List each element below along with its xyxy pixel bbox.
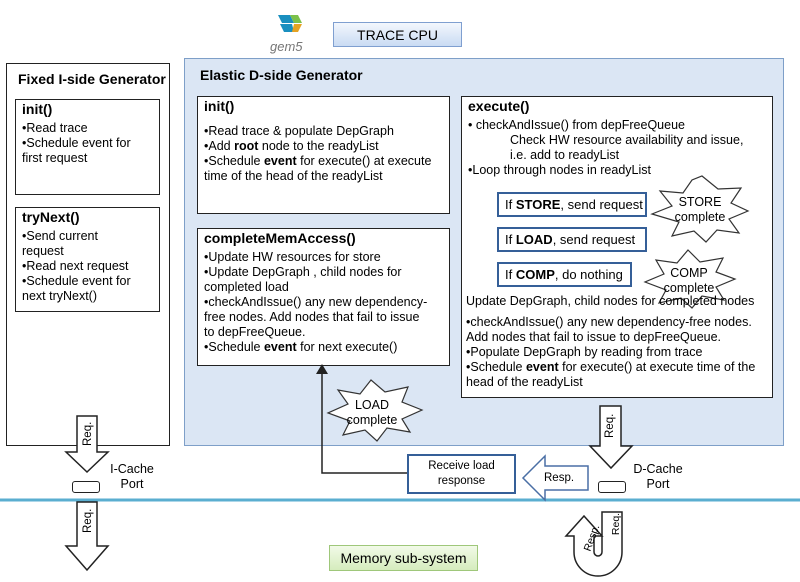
gem5-logo-icon [278, 15, 302, 32]
store-action-box: If STORE, send request [497, 192, 647, 217]
complete-line: •Update HW resources for store [204, 250, 381, 264]
execute-tail-line: •Populate DepGraph by reading from trace [466, 345, 703, 359]
load-action-box: If LOAD, send request [497, 227, 647, 252]
req-label: Req. [82, 508, 94, 533]
execute-tail-line: •Schedule event for execute() at execute… [466, 360, 756, 374]
complete-mem-access-box: completeMemAccess() •Update HW resources… [197, 228, 450, 366]
dcache-port [598, 481, 626, 493]
fixed-trynext-box: tryNext() •Send current request •Read ne… [15, 207, 160, 312]
complete-mem-access-head: completeMemAccess() [204, 230, 356, 246]
fixed-trynext-line: •Send current [22, 229, 98, 243]
fixed-init-line: first request [22, 151, 88, 165]
req-label: Req. [82, 421, 94, 446]
fixed-init-line: •Schedule event for [22, 136, 131, 150]
icache-port [72, 481, 100, 493]
fixed-init-box: init() •Read trace •Schedule event for f… [15, 99, 160, 195]
execute-update-line: Update DepGraph, child nodes for complet… [466, 294, 755, 308]
complete-line: •checkAndIssue() any new dependency- [204, 295, 428, 309]
elastic-init-head: init() [204, 98, 235, 114]
elastic-init-line: •Read trace & populate DepGraph [204, 124, 394, 138]
gem5-logo-text: gem5 [270, 39, 303, 54]
elastic-dside-title: Elastic D-side Generator [200, 67, 363, 83]
execute-tail-line: head of the readyList [466, 375, 583, 389]
execute-tail: •checkAndIssue() any new dependency-free… [466, 315, 755, 390]
execute-line: •Loop through nodes in readyList [468, 163, 651, 177]
gem5-logo: gem5 [268, 13, 308, 57]
fixed-trynext-line: request [22, 244, 64, 258]
execute-tail-line: •checkAndIssue() any new dependency-free… [466, 315, 752, 329]
complete-line: •Update DepGraph , child nodes for [204, 265, 402, 279]
u-req-label: Req. [610, 512, 622, 536]
complete-line: completed load [204, 280, 289, 294]
comp-action-box: If COMP, do nothing [497, 262, 632, 287]
execute-head: execute() [468, 98, 530, 114]
elastic-init-line: •Schedule event for execute() at execute [204, 154, 432, 168]
trace-cpu-title: TRACE CPU [333, 22, 462, 47]
elastic-init-line: •Add root node to the readyList [204, 139, 379, 153]
fixed-trynext-line: •Read next request [22, 259, 129, 273]
execute-line: Check HW resource availability and issue… [510, 133, 744, 147]
execute-line: • checkAndIssue() from depFreeQueue [468, 118, 685, 132]
execute-line: i.e. add to readyList [510, 148, 620, 162]
dcache-req-label: Req. [604, 413, 616, 438]
fixed-init-line: •Read trace [22, 121, 88, 135]
fixed-trynext-line: next tryNext() [22, 289, 98, 303]
elastic-init-line: time of the head of the readyList [204, 169, 383, 183]
elastic-init-box: init() •Read trace & populate DepGraph •… [197, 96, 450, 214]
fixed-trynext-line: •Schedule event for [22, 274, 131, 288]
fixed-init-head: init() [22, 101, 53, 117]
complete-line: to depFreeQueue. [204, 325, 306, 339]
execute-tail-line: Add nodes that fail to issue to depFreeQ… [466, 330, 722, 344]
u-resp-label: Resp. [581, 523, 603, 553]
memory-subsystem-label: Memory sub-system [329, 545, 478, 571]
complete-line: •Schedule event for next execute() [204, 340, 398, 354]
resp-label: Resp. [544, 472, 575, 484]
fixed-trynext-head: tryNext() [22, 209, 80, 225]
fixed-iside-title: Fixed I-side Generator [18, 71, 166, 87]
complete-line: free nodes. Add nodes that fail to issue [204, 310, 420, 324]
